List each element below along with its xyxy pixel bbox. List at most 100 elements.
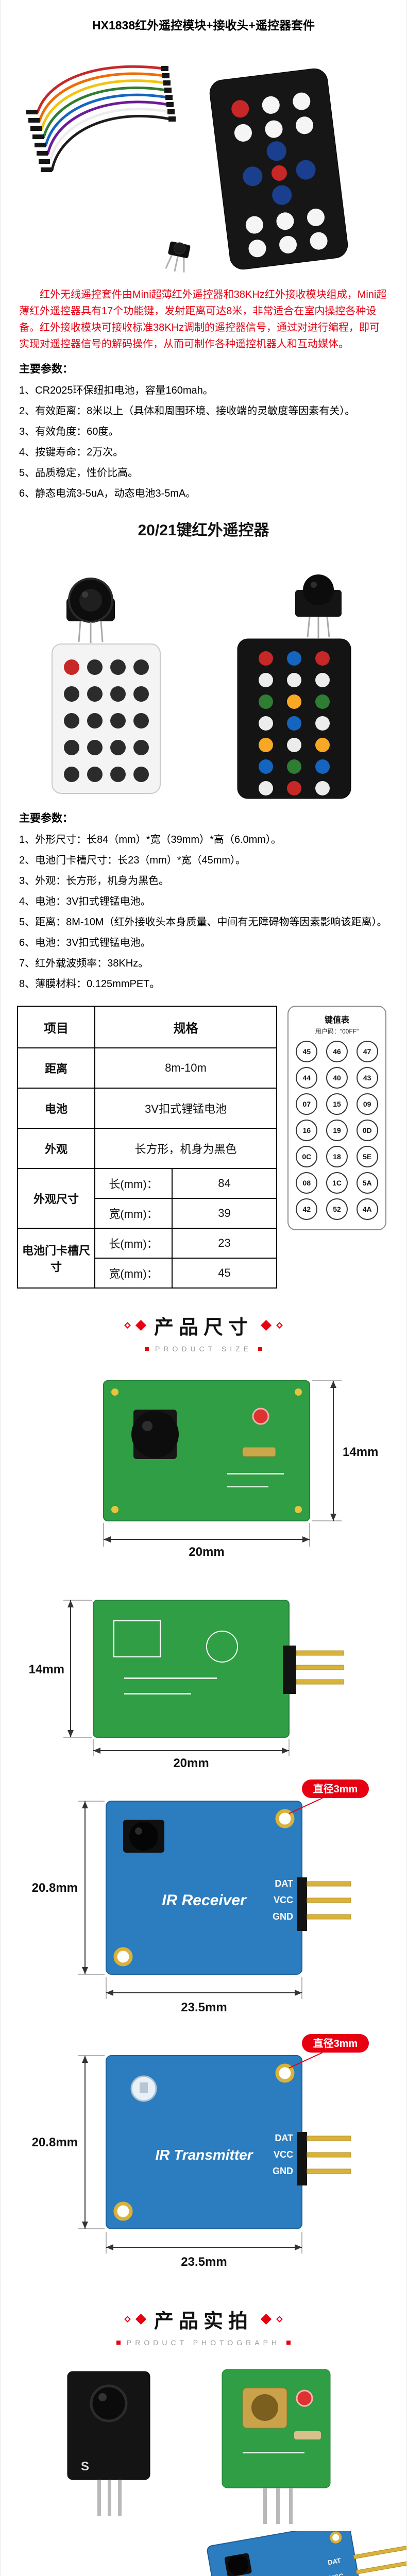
keycode: 45 (296, 1041, 318, 1062)
keycode: 42 (296, 1198, 318, 1220)
keymap-grid: 45 46 47 44 40 43 07 15 09 16 19 0D 0C 1… (293, 1041, 381, 1220)
board-label: IR Receiver (162, 1892, 247, 1909)
height-dimension: 20.8mm (32, 2055, 105, 2229)
remotes-photo (1, 546, 406, 804)
mounting-hole (113, 2201, 133, 2221)
receiver-illustration: IR Receiver DAT VCC GND 直径3mm 20 (32, 1780, 369, 2014)
diamond-icon (124, 1322, 131, 1329)
spec-value: 3V扣式锂锰电池 (94, 1088, 277, 1129)
pin-label: GND (273, 1911, 293, 1922)
hole-diameter-label: 直径3mm (313, 1783, 358, 1795)
transmitter-diagram: IR Transmitter DAT VCC GND 直径3mm (1, 2025, 406, 2282)
pin-label: VCC (329, 2572, 344, 2576)
table-row: 电池门卡槽尺寸 长(mm)： 23 (17, 1228, 277, 1289)
keycode: 46 (326, 1041, 348, 1062)
led (252, 1408, 269, 1425)
wire-connectors-left (26, 110, 52, 172)
ir-receiver-dome (131, 1410, 179, 1459)
spec-dim-value: 84 (172, 1168, 277, 1199)
spec-table-section: 项目 规格 距离 8m-10m 电池 3V扣式锂锰电池 外观 长方形，机身为黑色… (17, 1006, 390, 1289)
pin-label: VCC (274, 1895, 293, 1905)
keycode: 44 (296, 1067, 318, 1089)
hole-diameter-label: 直径3mm (313, 2037, 358, 2049)
remote-control (209, 68, 348, 270)
params-block-1: 主要参数： 1、CR2025环保纽扣电池，容量160mah。 2、有效距离：8米… (19, 359, 388, 504)
param-item: 3、外观：长方形，机身为黑色。 (19, 875, 169, 887)
table-row: 外观 长方形，机身为黑色 (17, 1128, 277, 1169)
green-module-photo (222, 2369, 331, 2524)
param-item: 7、红外载波频率：38KHz。 (19, 958, 149, 969)
param-item: 5、品质稳定，性价比高。 (19, 467, 139, 479)
keycode: 5E (356, 1146, 378, 1167)
keycode: 5A (356, 1172, 378, 1194)
real-photo-modules: S (1, 2356, 406, 2531)
size-title-cn: 产品尺寸 (154, 1317, 253, 1338)
intro-paragraph: 红外无线遥控套件由Mini超薄红外遥控器和38KHz红外接收模块组成，Mini超… (19, 289, 387, 350)
module-side-illustration: 14mm 20mm (29, 1600, 344, 1770)
spec-dim-label: 长(mm)： (94, 1228, 173, 1259)
silkscreen-circle (206, 1631, 238, 1663)
diamond-icon (276, 2316, 283, 2323)
pin-label: VCC (274, 2149, 293, 2160)
spec-table: 项目 规格 距离 8m-10m 电池 3V扣式锂锰电池 外观 长方形，机身为黑色… (17, 1006, 277, 1289)
keycode: 47 (356, 1041, 378, 1062)
keycode: 19 (326, 1120, 348, 1141)
height-dimension: 14mm (312, 1380, 378, 1521)
pin-label: DAT (327, 2556, 342, 2566)
keycode: 43 (356, 1067, 378, 1089)
keycode: 0C (296, 1146, 318, 1167)
keycode: 4A (356, 1198, 378, 1220)
table-row: 电池 3V扣式锂锰电池 (17, 1088, 277, 1129)
params1-heading: 主要参数： (19, 363, 73, 375)
mounting-hole (275, 1809, 295, 1828)
kit-photo (1, 40, 406, 282)
table-header-row: 项目 规格 (17, 1006, 277, 1048)
height-label: 20.8mm (32, 1881, 78, 1895)
keycode: 07 (296, 1093, 318, 1115)
diameter-badge: 直径3mm (289, 2034, 369, 2069)
param-item: 2、有效距离：8米以上（具体和周围环境、接收端的灵敏度等因素有关）。 (19, 405, 355, 417)
width-dimension: 20mm (103, 1523, 310, 1558)
keycode: 1C (326, 1172, 348, 1194)
param-item: 5、距离：8M-10M（红外接收头本身质量、中间有无障碍物等因素影响该距离）。 (19, 917, 387, 928)
black-module-photo: S (67, 2371, 150, 2516)
width-label: 23.5mm (181, 2255, 227, 2269)
width-dimension: 20mm (93, 1739, 290, 1770)
ir-receiver-dome (123, 1820, 164, 1853)
spec-item: 外观 (17, 1128, 95, 1169)
spec-dim-label: 长(mm)： (94, 1168, 173, 1199)
spec-value: 8m-10m (94, 1047, 277, 1089)
param-item: 1、CR2025环保纽扣电池，容量160mah。 (19, 385, 213, 396)
pin-label: DAT (275, 2133, 293, 2143)
mounting-hole (275, 2063, 295, 2083)
ir-sensor-left (66, 578, 115, 643)
keycode: 18 (326, 1146, 348, 1167)
spec-item: 电池门卡槽尺寸 (17, 1228, 95, 1289)
keycode: 16 (296, 1120, 318, 1141)
table-row: 宽(mm)： 39 (18, 1198, 277, 1229)
diamond-icon (260, 2313, 272, 2325)
diameter-badge: 直径3mm (289, 1780, 369, 1814)
table-row: 距离 8m-10m (17, 1047, 277, 1089)
transmitter-illustration: IR Transmitter DAT VCC GND 直径3mm (32, 2034, 369, 2269)
pin-label: GND (273, 2166, 293, 2176)
square-icon (258, 1347, 262, 1351)
wire-connectors-right (161, 66, 176, 122)
header-pins (283, 1646, 344, 1694)
keymap-panel: 键值表 用户码："00FF" 45 46 47 44 40 43 07 15 0… (287, 1006, 386, 1230)
spec-dim-value: 45 (172, 1258, 277, 1289)
diamond-icon (276, 1322, 283, 1329)
height-label: 14mm (29, 1663, 64, 1676)
spec-dim-label: 宽(mm)： (94, 1258, 173, 1289)
ir-led (130, 2075, 157, 2102)
remotes-photo-illustration (52, 574, 351, 799)
real-photo-2-illustration: IR Receiver DAT VCC GND IR Transmitter (207, 2531, 406, 2576)
spec-item: 电池 (17, 1088, 95, 1129)
white-remote-20key (52, 643, 161, 794)
width-label: 23.5mm (181, 2001, 227, 2014)
param-item: 1、外形尺寸：长84（mm）*宽（39mm）*高（6.0mm）。 (19, 834, 281, 845)
param-item: 6、静态电流3-5uA，动态电池3-5mA。 (19, 488, 196, 499)
size-section-header: 产品尺寸 PRODUCT SIZE (1, 1311, 406, 1353)
black-remote-21key (237, 638, 351, 799)
spec-dim-value: 23 (172, 1228, 277, 1259)
